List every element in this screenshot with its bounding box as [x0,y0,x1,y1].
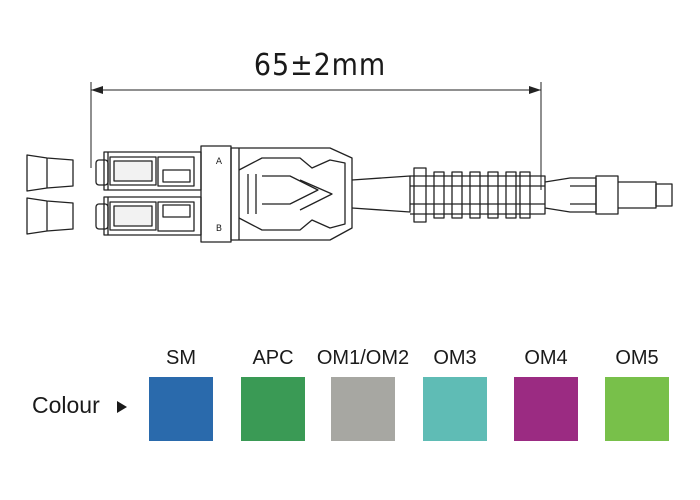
swatch-apc: APC [218,345,328,441]
swatch-color [241,377,305,441]
swatch-name: OM4 [524,347,568,369]
swatch-name: OM3 [433,347,477,369]
swatch-name: APC [252,347,294,369]
lc-connectors [95,151,202,236]
swatch-om5: OM5 [582,345,692,441]
connector-drawing: A B [26,82,673,243]
swatch-name: OM1/OM2 [316,347,410,369]
swatch-color [331,377,395,441]
swatch-color [514,377,578,441]
marking-a: A [216,157,223,167]
play-arrow-icon [117,401,127,413]
colour-label: Colour [32,392,100,418]
uniboot-housing [200,145,353,243]
dimension-label: 65±2mm [253,48,387,83]
cable-tail [544,175,673,215]
swatch-om1-om2: OM1/OM2 [308,345,418,441]
dimension-line [90,82,542,190]
swatch-name: SM [166,347,196,369]
swatch-om3: OM3 [400,345,510,441]
swatch-om4: OM4 [491,345,601,441]
swatch-color [605,377,669,441]
swatch-color [423,377,487,441]
swatch-name: OM5 [615,347,659,369]
dust-caps [26,154,74,235]
swatch-sm: SM [126,345,236,441]
marking-b: B [216,224,222,234]
swatch-color [149,377,213,441]
boot-segments [351,167,546,223]
